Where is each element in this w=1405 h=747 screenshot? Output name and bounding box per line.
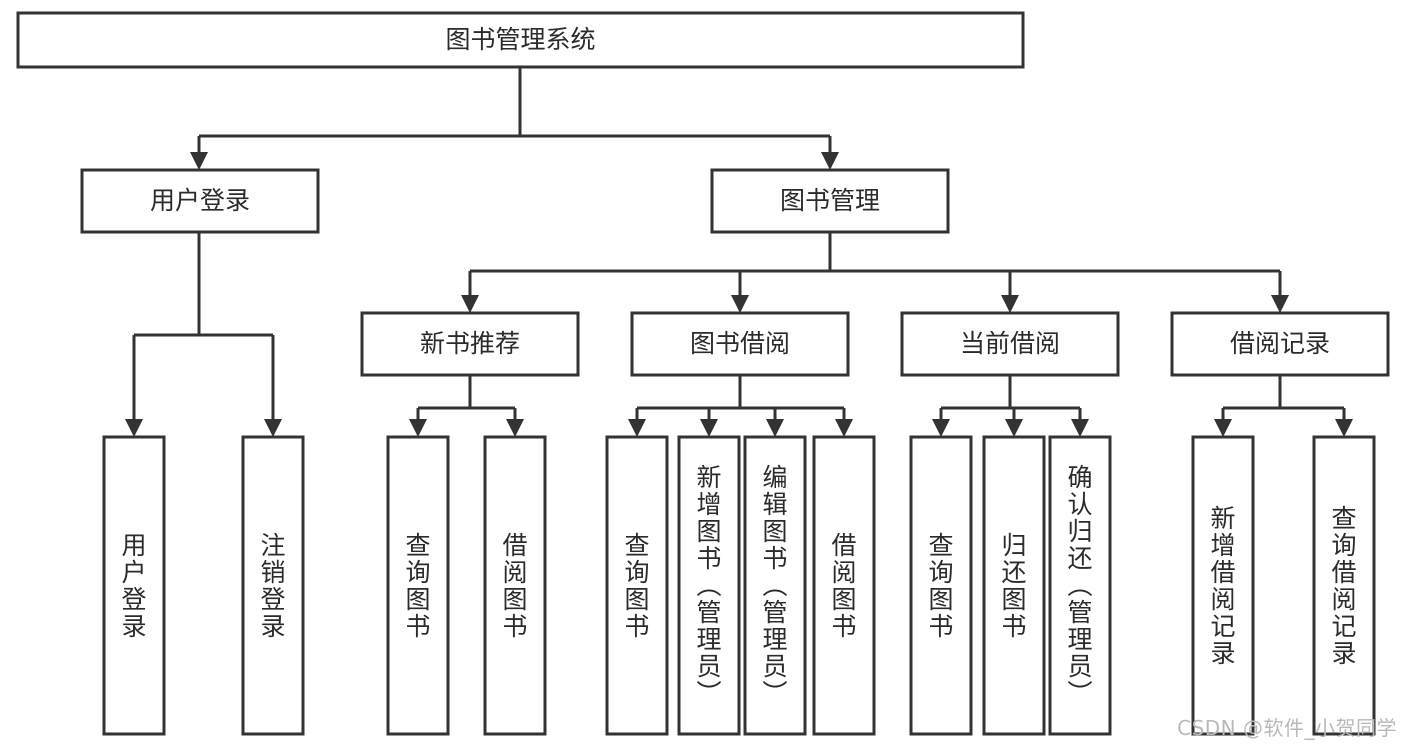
node-box-leaf-confirm-return-admin[interactable] <box>1048 435 1112 736</box>
arrow-head-icon <box>1001 295 1019 313</box>
node-label-current-borrow: 当前借阅 <box>960 329 1060 358</box>
node-box-leaf-return-book[interactable] <box>982 435 1046 736</box>
arrow-head-icon <box>700 419 718 437</box>
node-box-leaf-query-book-rec[interactable] <box>386 435 450 736</box>
node-box-leaf-query-book-borrow[interactable] <box>605 435 669 736</box>
node-box-leaf-query-book-cur[interactable] <box>909 435 973 736</box>
arrow-head-icon <box>1271 295 1289 313</box>
arrow-head-icon <box>506 419 524 437</box>
node-label-root: 图书管理系统 <box>445 25 595 54</box>
arrow-head-icon <box>1214 419 1232 437</box>
arrow-head-icon <box>461 295 479 313</box>
arrow-head-icon <box>821 152 839 170</box>
arrow-head-icon <box>125 419 143 437</box>
node-box-book-manage[interactable] <box>710 168 950 234</box>
arrow-head-icon <box>1005 419 1023 437</box>
arrow-head-icon <box>264 419 282 437</box>
arrow-head-icon <box>1071 419 1089 437</box>
node-box-leaf-add-borrow-record[interactable] <box>1191 435 1255 736</box>
node-label-book-borrow: 图书借阅 <box>690 329 790 358</box>
node-box-leaf-edit-book-admin[interactable] <box>743 435 807 736</box>
node-label-book-manage: 图书管理 <box>780 186 880 215</box>
node-box-root[interactable] <box>16 11 1025 69</box>
node-box-leaf-borrow-book-rec[interactable] <box>483 435 547 736</box>
node-box-leaf-borrow-book[interactable] <box>812 435 876 736</box>
node-box-leaf-query-borrow-record[interactable] <box>1312 435 1376 736</box>
node-box-current-borrow[interactable] <box>900 311 1120 377</box>
arrow-head-icon <box>628 419 646 437</box>
arrow-head-icon <box>409 419 427 437</box>
node-box-user-login[interactable] <box>80 168 320 234</box>
node-box-borrow-record[interactable] <box>1170 311 1390 377</box>
node-label-borrow-record: 借阅记录 <box>1230 329 1330 358</box>
node-label-new-book-recommend: 新书推荐 <box>420 329 520 358</box>
arrow-head-icon <box>932 419 950 437</box>
arrow-head-icon <box>190 152 208 170</box>
arrow-head-icon <box>766 419 784 437</box>
node-label-user-login: 用户登录 <box>150 186 250 215</box>
arrow-head-icon <box>835 419 853 437</box>
node-box-leaf-add-book-admin[interactable] <box>677 435 741 736</box>
node-box-book-borrow[interactable] <box>630 311 850 377</box>
connector-layer <box>125 67 1353 437</box>
node-box-leaf-logout-login[interactable] <box>241 435 305 736</box>
node-box-leaf-user-login[interactable] <box>102 435 166 736</box>
arrow-head-icon <box>1335 419 1353 437</box>
arrow-head-icon <box>731 295 749 313</box>
node-box-new-book-recommend[interactable] <box>360 311 580 377</box>
